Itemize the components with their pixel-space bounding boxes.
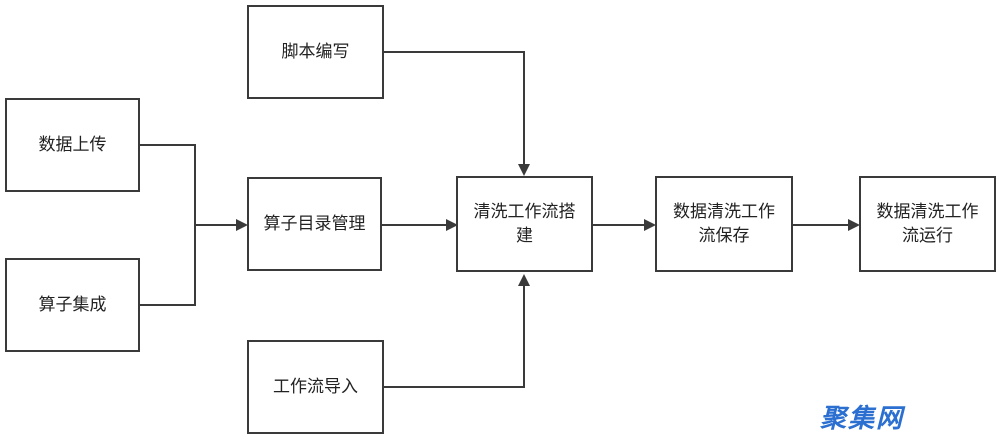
node-script-writing: 脚本编写 — [247, 5, 384, 99]
arrow-import-to-build — [384, 274, 530, 388]
node-label: 数据清洗工作流运行 — [876, 202, 979, 246]
node-label: 算子集成 — [38, 295, 107, 315]
node-label: 脚本编写 — [281, 42, 350, 62]
node-workflow-run: 数据清洗工作流运行 — [859, 176, 996, 272]
node-label: 算子目录管理 — [263, 214, 366, 234]
node-label: 工作流导入 — [273, 377, 358, 397]
node-label: 清洗工作流搭建 — [473, 202, 576, 246]
node-label: 数据上传 — [38, 135, 107, 155]
node-operator-integration: 算子集成 — [5, 258, 140, 352]
connector-upload — [140, 144, 196, 225]
node-data-upload: 数据上传 — [5, 98, 140, 192]
node-workflow-import: 工作流导入 — [247, 340, 384, 434]
node-label: 数据清洗工作流保存 — [673, 202, 775, 246]
node-operator-catalog: 算子目录管理 — [247, 177, 382, 271]
node-workflow-build: 清洗工作流搭建 — [456, 176, 593, 272]
node-workflow-save: 数据清洗工作流保存 — [655, 176, 793, 272]
connector-integration — [140, 225, 196, 306]
arrow-script-to-build — [384, 51, 530, 176]
watermark-logo: 聚集网 — [820, 404, 905, 434]
